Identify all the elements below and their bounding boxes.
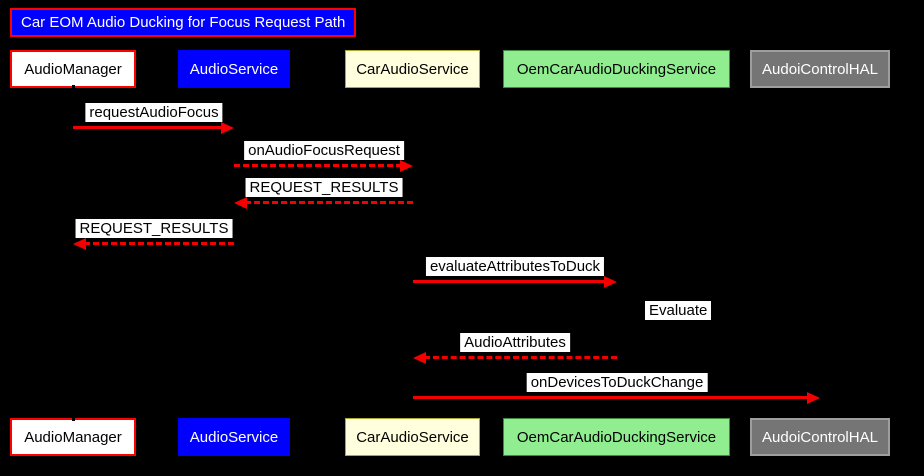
participant-label: AudioManager xyxy=(24,428,122,446)
diagram-title: Car EOM Audio Ducking for Focus Request … xyxy=(10,8,357,37)
participant-label: AudioService xyxy=(189,60,279,78)
participant-label: AudioService xyxy=(189,428,279,446)
participant-label: AudoiControlHAL xyxy=(762,60,878,78)
arrowhead-right-icon xyxy=(400,160,413,172)
lifeline-car-audio-service xyxy=(412,88,414,418)
message-label: Evaluate xyxy=(645,301,712,320)
participant-audio-service-bottom: AudioService xyxy=(178,418,290,456)
message-label: evaluateAttributesToDuck xyxy=(425,257,605,276)
participant-label: AudioManager xyxy=(24,60,122,78)
participant-audio-manager-bottom: AudioManager xyxy=(10,418,136,456)
participant-oem-car-audio-ducking-service-bottom: OemCarAudioDuckingService xyxy=(503,418,730,456)
lifeline-audio-manager xyxy=(72,88,74,418)
message-label: onAudioFocusRequest xyxy=(244,141,404,160)
message-arrow-line xyxy=(73,126,223,129)
arrowhead-left-icon xyxy=(73,238,86,250)
arrowhead-right-icon xyxy=(807,392,820,404)
arrowhead-left-icon xyxy=(413,352,426,364)
participant-car-audio-service-bottom: CarAudioService xyxy=(345,418,480,456)
message-arrow-line xyxy=(84,242,234,245)
message-arrow-line xyxy=(413,396,809,399)
participant-label: OemCarAudioDuckingService xyxy=(516,428,717,446)
participant-label: OemCarAudioDuckingService xyxy=(516,60,717,78)
arrowhead-right-icon xyxy=(221,122,234,134)
participant-oem-car-audio-ducking-service-top: OemCarAudioDuckingService xyxy=(503,50,730,88)
message-arrow-line xyxy=(413,280,606,283)
participant-audoi-control-hal-top: AudoiControlHAL xyxy=(750,50,890,88)
participant-label: CarAudioService xyxy=(356,60,469,78)
participant-audoi-control-hal-bottom: AudoiControlHAL xyxy=(750,418,890,456)
message-arrow-line xyxy=(234,164,402,167)
lifeline-notch xyxy=(72,85,75,92)
arrowhead-left-icon xyxy=(234,197,247,209)
lifeline-audio-service xyxy=(233,88,235,418)
message-label: AudioAttributes xyxy=(460,333,570,352)
participant-audio-manager-top: AudioManager xyxy=(10,50,136,88)
message-label: REQUEST_RESULTS xyxy=(245,178,403,197)
message-arrow-line xyxy=(424,356,617,359)
message-label: requestAudioFocus xyxy=(85,103,223,122)
arrowhead-right-icon xyxy=(604,276,617,288)
message-label: onDevicesToDuckChange xyxy=(526,373,708,392)
message-arrow-line xyxy=(245,201,413,204)
participant-audio-service-top: AudioService xyxy=(178,50,290,88)
lifeline-audoi-control-hal xyxy=(819,88,821,418)
participant-label: AudoiControlHAL xyxy=(762,428,878,446)
lifeline-notch xyxy=(72,414,75,421)
message-label: REQUEST_RESULTS xyxy=(75,219,233,238)
participant-car-audio-service-top: CarAudioService xyxy=(345,50,480,88)
participant-label: CarAudioService xyxy=(356,428,469,446)
lifeline-oem-car-audio-ducking-service xyxy=(616,88,618,418)
